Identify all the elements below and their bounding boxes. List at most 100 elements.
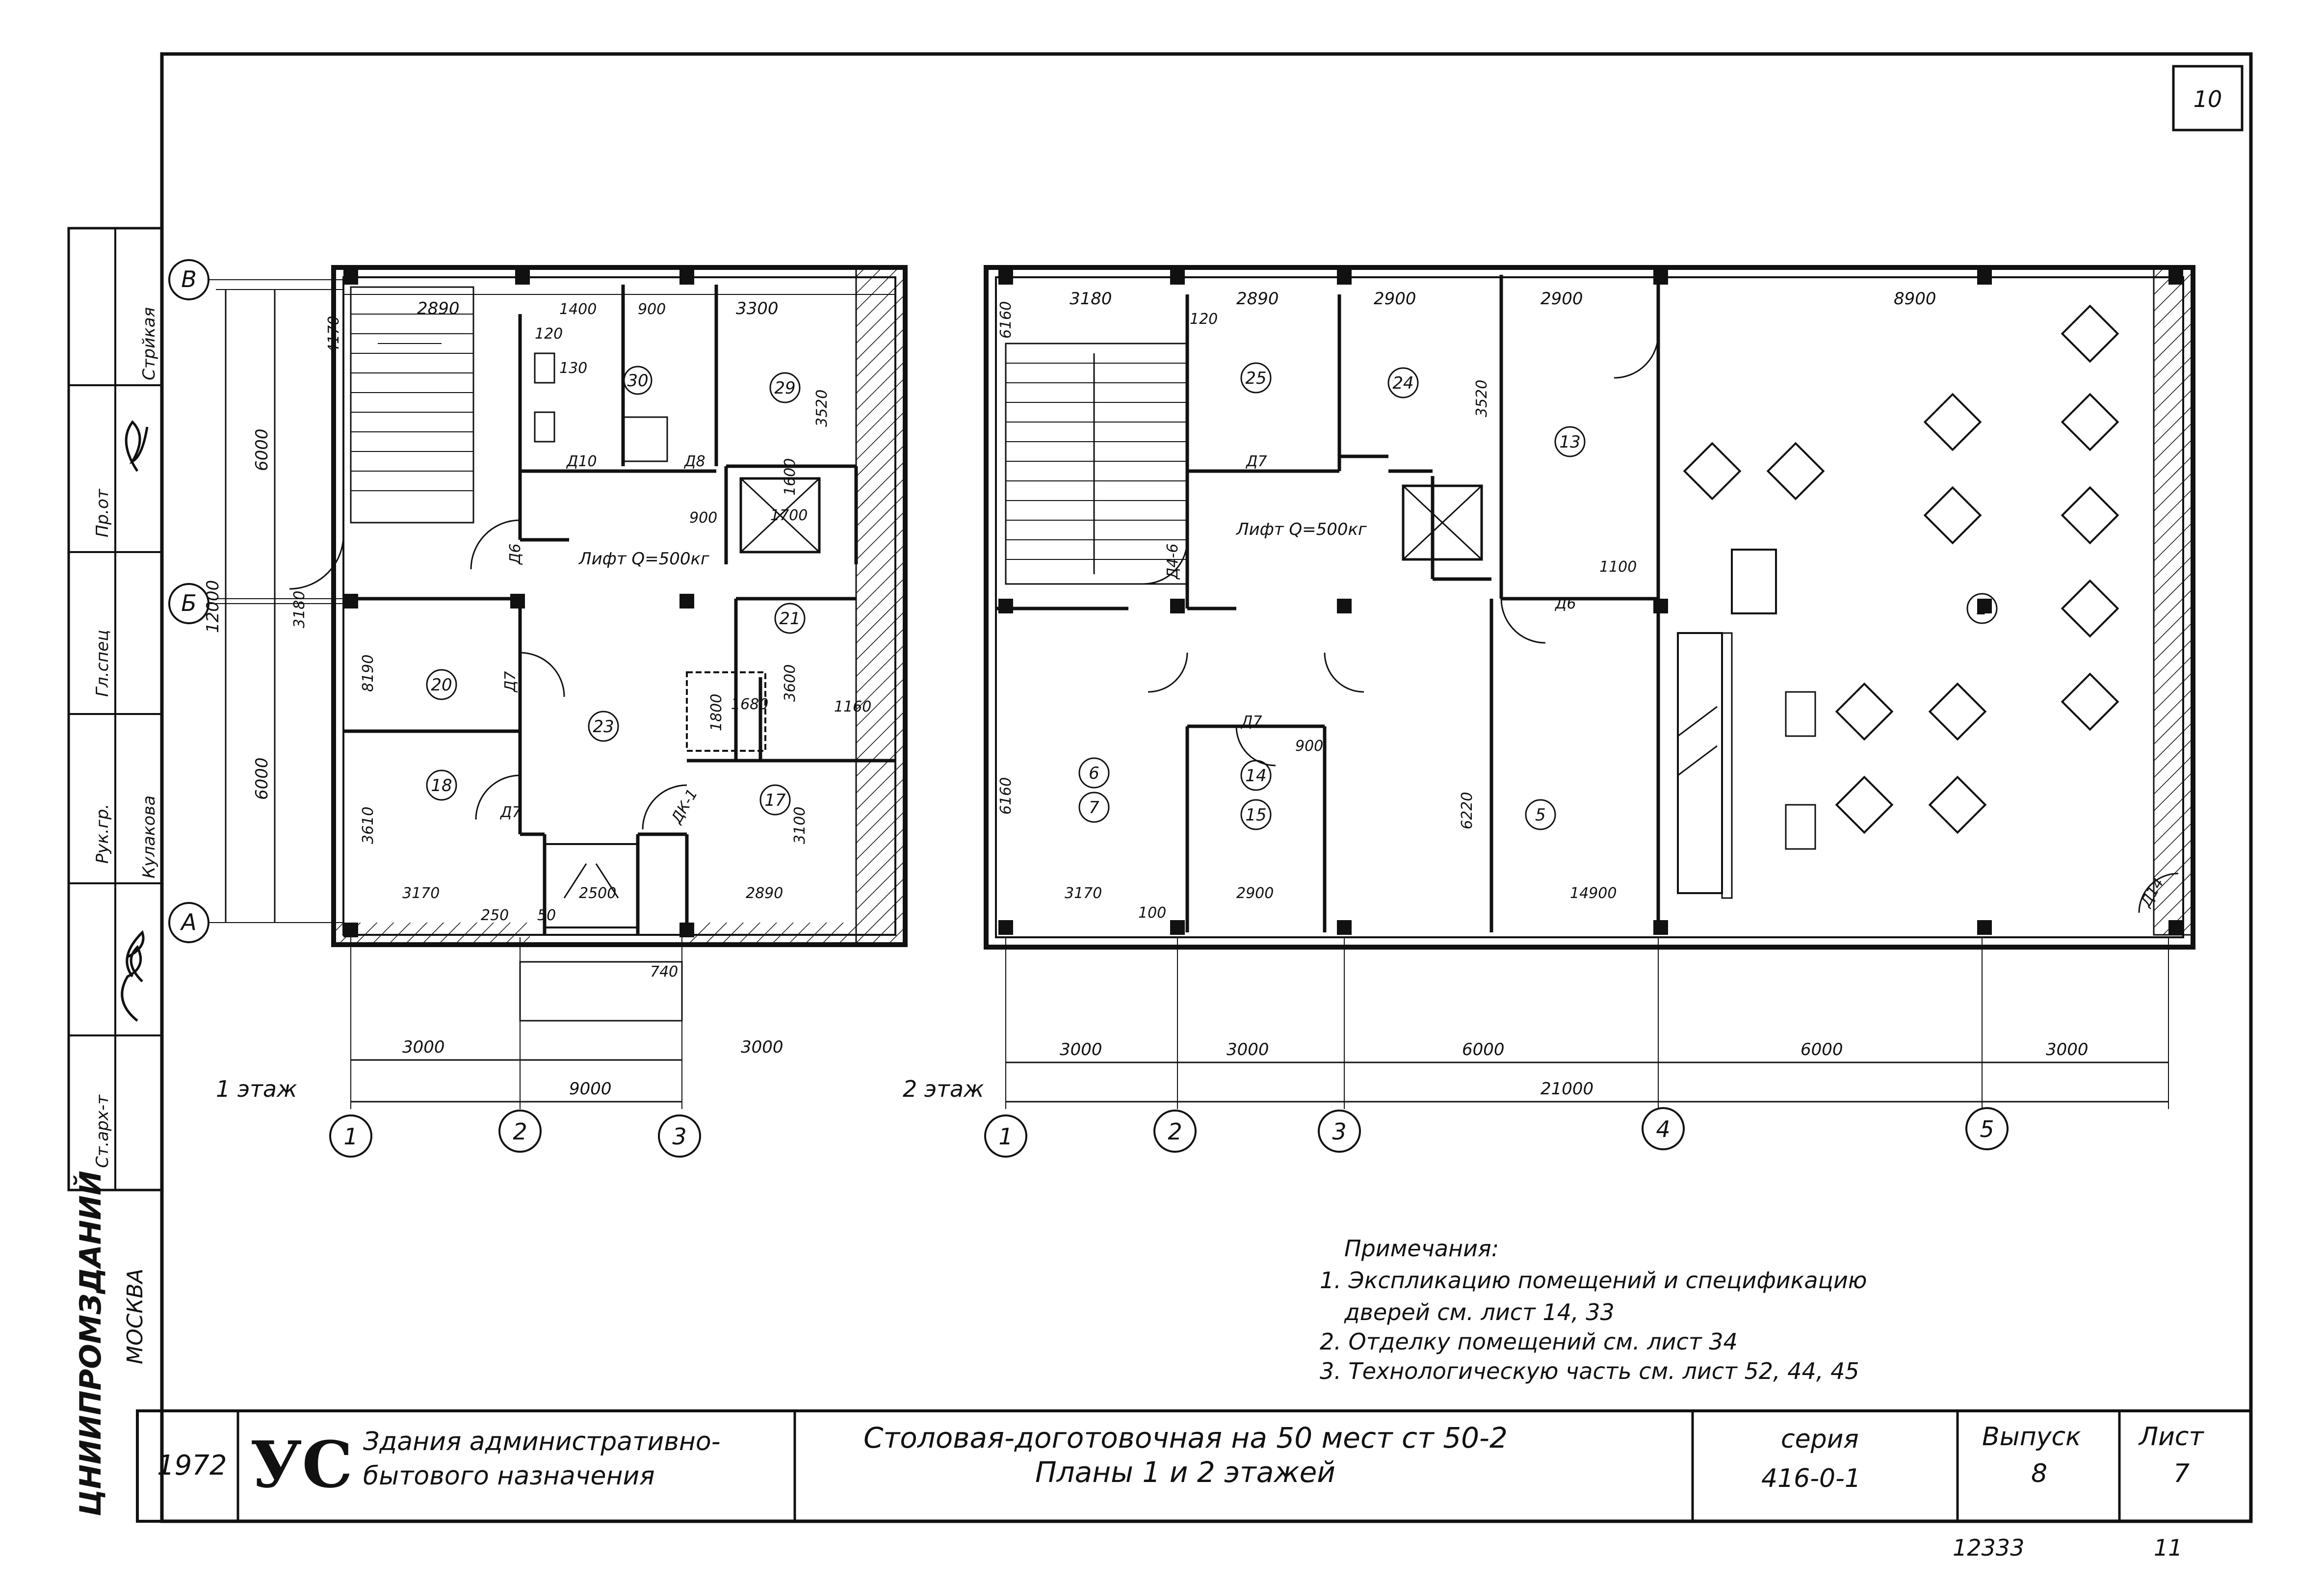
door-label: Д7 (1245, 453, 1267, 470)
tb-sheet-label: Лист (2138, 1422, 2204, 1452)
svg-text:1700: 1700 (770, 507, 808, 524)
door-swing (1324, 652, 1364, 693)
door-swing (642, 784, 687, 830)
room-number: 15 (1245, 805, 1266, 825)
svg-text:4170: 4170 (325, 316, 342, 353)
svg-text:1800: 1800 (708, 694, 725, 731)
door-swing (520, 652, 565, 697)
footer-page: 11 (2154, 1535, 2183, 1561)
sheet-number: 10 (2193, 86, 2222, 112)
title-block: 1972 УС Здания административно- бытового… (136, 1409, 2252, 1523)
svg-text:1600: 1600 (782, 458, 799, 496)
note-line: 1. Экспликацию помещений и спецификацию (1320, 1267, 1867, 1294)
wc (534, 352, 555, 384)
note-line: 3. Технологическую часть см. лист 52, 44… (1320, 1358, 1859, 1384)
door-label: Д7 (499, 804, 522, 821)
stamp-role-3: Рук.гр. (93, 804, 112, 864)
svg-text:3100: 3100 (791, 807, 809, 844)
svg-text:3610: 3610 (360, 807, 377, 844)
interior-wall (343, 285, 895, 935)
svg-text:3520: 3520 (813, 390, 831, 427)
bench (1785, 804, 1816, 850)
outer-wall (984, 265, 2195, 950)
room-number: 20 (431, 675, 452, 695)
door-label: Д7 (1240, 713, 1262, 730)
axis-row-label: Б (181, 590, 197, 616)
floor2-bottom-dim: 3000 (1060, 1040, 1102, 1059)
svg-text:250: 250 (481, 907, 509, 924)
side-stamp: Ст.арх-т Гл.спец Рук.гр. Пр.от Кулакова … (67, 227, 163, 1516)
door-label: Д10 (566, 453, 597, 470)
signature (121, 945, 143, 1022)
svg-text:900: 900 (1295, 738, 1323, 755)
svg-text:120: 120 (1190, 311, 1218, 328)
floor2-bottom-dim: 3000 (1227, 1040, 1269, 1059)
svg-text:900: 900 (689, 509, 717, 527)
floor2-bottom-dim: 3000 (2046, 1040, 2089, 1059)
staircase (350, 286, 474, 524)
room-number: 30 (627, 371, 648, 391)
room-number: 5 (1535, 805, 1546, 825)
stamp-org: ЦНИИПРОМЗДАНИЙ (73, 1171, 108, 1516)
room-number: 23 (593, 717, 614, 737)
floor1-top-dim: 2890 (417, 299, 460, 318)
door-swing (1148, 652, 1188, 693)
floor2-label: 2 этаж (903, 1076, 984, 1102)
svg-text:120: 120 (535, 325, 563, 343)
floor1-top-dim: 3300 (736, 299, 779, 318)
hatched-wall (687, 923, 856, 945)
serving-counter (1721, 632, 1733, 899)
floor1-left-dim: 6000 (252, 428, 272, 471)
storage (686, 671, 766, 752)
room-number: 7 (1089, 798, 1099, 818)
room-number: 17 (764, 791, 786, 810)
tb-issue-label: Выпуск (1982, 1422, 2081, 1452)
axis-col-label: 1 (998, 1123, 1013, 1150)
small-room (622, 416, 668, 462)
stamp-city: МОСКВА (123, 1269, 148, 1364)
room-number: 24 (1392, 373, 1413, 393)
axis-row-label: В (181, 266, 197, 292)
lift-shaft (1402, 484, 1483, 561)
floor1-interior-dims: 3170 2890 2500 250 50 740 3520 3600 3100… (325, 316, 871, 980)
hatched-wall (855, 266, 906, 946)
floor1-top-dim: 900 (638, 301, 666, 318)
room-number: 2 (1977, 599, 1987, 619)
tb-category-2: бытового назначения (363, 1461, 655, 1491)
axis-col-label: 2 (513, 1118, 527, 1145)
stamp-name-2: Стрйкая (139, 307, 159, 380)
outer-wall (342, 276, 896, 936)
tb-category-1: Здания административно- (363, 1427, 720, 1456)
floor1-top-dim: 1400 (559, 301, 597, 318)
columns (998, 270, 2183, 935)
footer-code: 12333 (1953, 1535, 2024, 1561)
axis-col-label: 3 (1332, 1118, 1346, 1145)
stamp-role-2: Гл.спец (93, 630, 112, 697)
tb-sheet-value: 7 (2173, 1459, 2190, 1488)
columns (343, 270, 694, 937)
floor1-bottom-dim: 3000 (741, 1037, 783, 1057)
signature (126, 930, 145, 978)
floor2-top-dim: 2900 (1374, 289, 1416, 309)
bench (1785, 691, 1816, 737)
stamp-role-1: Ст.арх-т (93, 1094, 112, 1168)
svg-text:2900: 2900 (1236, 885, 1274, 902)
entrance-vestibule (544, 843, 639, 928)
floor1-plan: Лифт Q=500кг 17 18 20 21 23 29 (168, 259, 908, 1158)
svg-text:6220: 6220 (1459, 792, 1476, 829)
room-number: 21 (779, 609, 800, 629)
tb-series-label: серия (1781, 1425, 1859, 1454)
floor1-bottom-dim: 9000 (569, 1079, 612, 1099)
floor2-plan: Лифт Q=500кг (903, 265, 2195, 1158)
note-line: дверей см. лист 14, 33 (1344, 1299, 1615, 1325)
floor2-interior-dims: 3170 2900 14900 6160 6160 6220 3520 1100… (997, 301, 1637, 922)
svg-text:1100: 1100 (1599, 558, 1637, 576)
svg-text:8190: 8190 (360, 655, 377, 692)
serving-counter (1677, 632, 1723, 894)
door-swing (475, 774, 521, 820)
door-swing (1235, 726, 1276, 767)
floor1-label: 1 этаж (216, 1076, 297, 1102)
tb-logo: УС (250, 1427, 353, 1502)
stamp-role-4: Пр.от (93, 488, 112, 537)
